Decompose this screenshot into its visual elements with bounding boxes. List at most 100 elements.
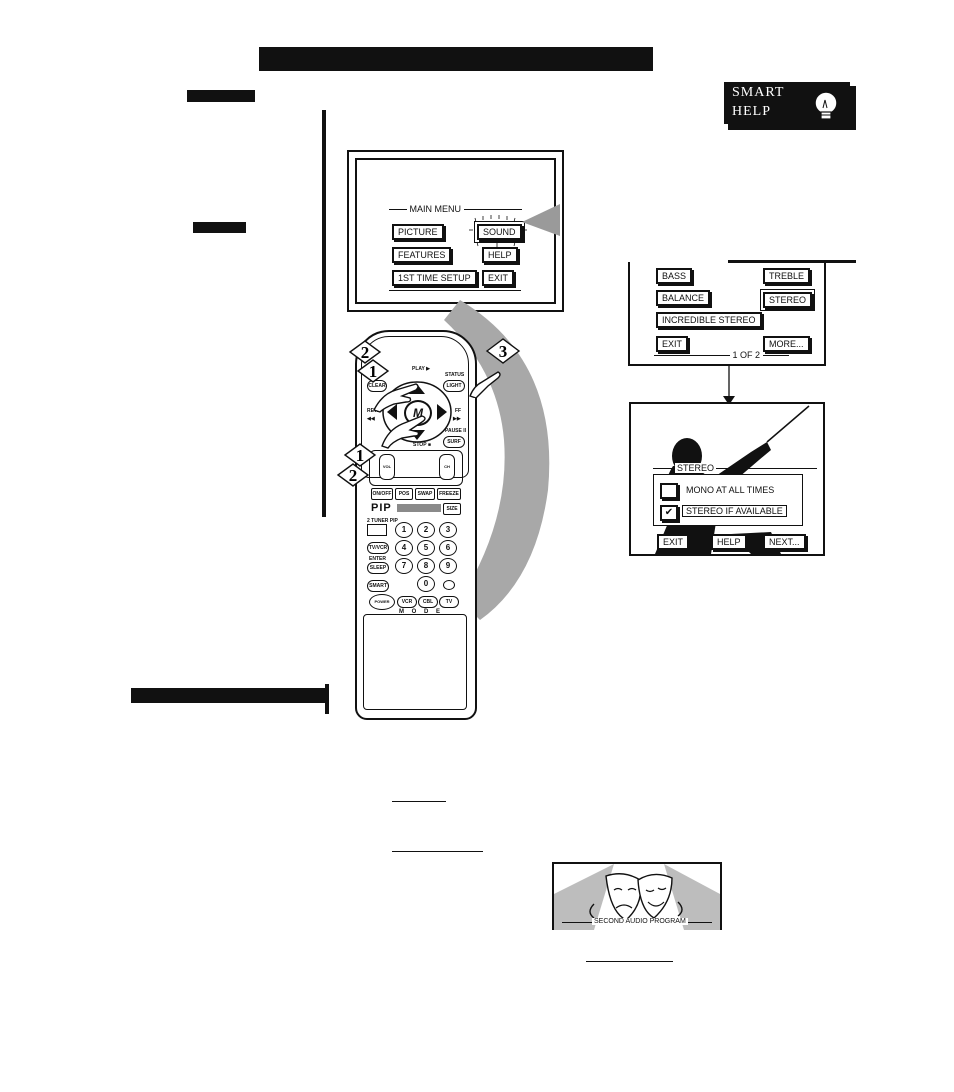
smart-button[interactable]: SMART	[367, 580, 389, 592]
pip-pos-button[interactable]: POS	[395, 488, 413, 500]
page-indicator: 1 OF 2	[654, 350, 789, 360]
digit-9-button[interactable]: 9	[439, 558, 457, 574]
digit-0-button[interactable]: 0	[417, 576, 435, 592]
digit-5-button[interactable]: 5	[417, 540, 435, 556]
sleep-button[interactable]: SLEEP	[367, 562, 389, 574]
treble-button[interactable]: TREBLE	[763, 268, 811, 284]
stop-label: STOP ■	[413, 442, 431, 448]
footer-label-bar	[131, 688, 325, 703]
vertical-divider	[322, 110, 326, 517]
mode-label: M O D E	[399, 609, 444, 615]
bass-button[interactable]: BASS	[656, 268, 693, 284]
theater-masks-icon	[554, 864, 720, 930]
header-banner	[259, 47, 653, 71]
stereo-exit-button[interactable]: EXIT	[657, 534, 690, 550]
step-3-marker: 3	[485, 338, 521, 364]
digit-7-button[interactable]: 7	[395, 558, 413, 574]
pip-slider-bar[interactable]	[397, 504, 441, 512]
stereo-if-available-label: STEREO IF AVAILABLE	[682, 505, 787, 517]
step-2-marker-lower: 2	[336, 463, 370, 487]
smart-help-subtitle: HELP	[732, 104, 771, 119]
help-button[interactable]: HELP	[482, 247, 518, 263]
ch-button[interactable]: CH	[439, 454, 455, 480]
pip-on-off-button[interactable]: ON/OFF	[371, 488, 393, 500]
stereo-title: STEREO	[675, 463, 717, 473]
tuner-pip-label: 2 TUNER PIP	[367, 518, 398, 524]
svg-text:1: 1	[356, 446, 365, 465]
dot-button[interactable]	[443, 580, 455, 590]
mode-tv-button[interactable]: TV	[439, 596, 459, 608]
sap-label: SECOND AUDIO PROGRAM	[592, 918, 688, 925]
balance-button[interactable]: BALANCE	[656, 290, 711, 306]
step-1-marker-lower: 1	[343, 443, 377, 467]
pause-label: PAUSE II	[445, 428, 467, 434]
status-label: STATUS	[445, 372, 465, 378]
stereo-options-box: MONO AT ALL TIMES ✔ STEREO IF AVAILABLE	[653, 474, 803, 526]
step-2-marker: 2	[348, 340, 382, 364]
underline-rule-2	[392, 851, 483, 852]
digit-2-button[interactable]: 2	[417, 522, 435, 538]
mono-label: MONO AT ALL TIMES	[686, 485, 775, 495]
svg-text:3: 3	[499, 342, 508, 361]
remote-control: M PLAY ▶ STATUS LIGHT CLEAR REW ◀◀ FF ▶▶…	[355, 330, 477, 720]
digit-3-button[interactable]: 3	[439, 522, 457, 538]
footer-label-bar-tick	[325, 684, 329, 714]
rew-symbol: ◀◀	[367, 416, 375, 422]
tv-vcr-button[interactable]: TV/VCR	[367, 542, 389, 554]
ff-label: FF	[455, 408, 462, 414]
callout-wedge	[522, 204, 560, 236]
tuner-pip-button[interactable]	[367, 524, 387, 536]
features-button[interactable]: FEATURES	[392, 247, 452, 263]
svg-text:2: 2	[361, 343, 370, 362]
incredible-stereo-button[interactable]: INCREDIBLE STEREO	[656, 312, 762, 328]
mono-checkbox[interactable]	[660, 483, 678, 499]
mode-cbl-button[interactable]: CBL	[418, 596, 438, 608]
more-button[interactable]: MORE...	[763, 336, 810, 352]
pointing-hand-icon-2	[381, 415, 426, 449]
smart-help-badge: SMART HELP	[724, 82, 856, 130]
digit-6-button[interactable]: 6	[439, 540, 457, 556]
sap-panel: SECOND AUDIO PROGRAM	[552, 862, 722, 930]
gray-sweep	[444, 300, 550, 620]
svg-text:2: 2	[349, 466, 358, 485]
main-menu-screen: MAIN MENU PICTURE SOUND FEATURES HELP 1S…	[347, 150, 564, 312]
lightbulb-icon	[814, 91, 838, 120]
ff-symbol: ▶▶	[453, 416, 461, 422]
light-button[interactable]: LIGHT	[443, 380, 465, 392]
pip-label: PIP	[371, 502, 392, 514]
picture-button[interactable]: PICTURE	[392, 224, 444, 240]
sound-menu-top-rule	[728, 260, 856, 263]
smart-help-title: SMART	[732, 85, 785, 100]
pip-swap-button[interactable]: SWAP	[415, 488, 435, 500]
stereo-button[interactable]: STEREO	[763, 292, 813, 308]
next-button[interactable]: NEXT...	[763, 534, 806, 550]
svg-text:1: 1	[369, 362, 378, 381]
play-label: PLAY ▶	[412, 366, 431, 372]
section-label-bar-2	[193, 222, 246, 233]
stereo-options-screen: STEREO MONO AT ALL TIMES ✔ STEREO IF AVA…	[629, 402, 825, 556]
section-label-bar	[187, 90, 255, 102]
exit-button[interactable]: EXIT	[482, 270, 515, 286]
digit-4-button[interactable]: 4	[395, 540, 413, 556]
mode-vcr-button[interactable]: VCR	[397, 596, 417, 608]
stereo-if-available-checkbox[interactable]: ✔	[660, 505, 678, 521]
vol-button[interactable]: VOL	[379, 454, 395, 480]
step-1-marker: 1	[356, 359, 390, 383]
rew-label: REW	[367, 408, 379, 414]
main-menu-title: MAIN MENU	[389, 204, 522, 214]
sound-exit-button[interactable]: EXIT	[656, 336, 689, 352]
underline-rule-3	[586, 961, 673, 962]
surf-button[interactable]: SURF	[443, 436, 465, 448]
stereo-help-button[interactable]: HELP	[711, 534, 747, 550]
pip-size-button[interactable]: SIZE	[443, 503, 461, 515]
sound-button[interactable]: SOUND	[477, 224, 522, 240]
first-time-setup-button[interactable]: 1ST TIME SETUP	[392, 270, 477, 286]
pointing-hand-icon	[373, 383, 419, 413]
power-button[interactable]: POWER	[369, 594, 395, 610]
pip-freeze-button[interactable]: FREEZE	[437, 488, 461, 500]
digit-1-button[interactable]: 1	[395, 522, 413, 538]
digit-8-button[interactable]: 8	[417, 558, 435, 574]
arrow-down-icon	[723, 366, 735, 405]
sound-menu-screen: BASS TREBLE BALANCE STEREO INCREDIBLE ST…	[628, 262, 826, 366]
clear-button[interactable]: CLEAR	[367, 380, 387, 392]
